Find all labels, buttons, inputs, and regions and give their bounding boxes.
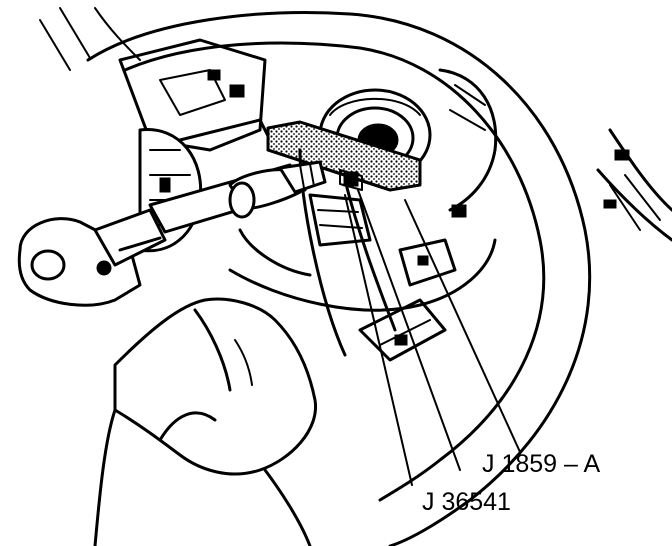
forcing-screw bbox=[148, 160, 327, 234]
wrench-handle bbox=[17, 208, 167, 307]
leader-j1859 bbox=[404, 199, 521, 453]
callout-j36541: J 36541 bbox=[422, 488, 511, 516]
technician-hand bbox=[93, 297, 318, 546]
leader-j36541-a bbox=[357, 189, 461, 471]
callout-j1859: J 1859 – A bbox=[482, 450, 600, 478]
leader-j36541-b bbox=[344, 194, 413, 486]
puller-crossbar bbox=[266, 120, 422, 357]
column-cover bbox=[438, 68, 498, 218]
right-trim-panel bbox=[596, 128, 672, 242]
callout-leaders bbox=[344, 189, 521, 486]
steering-wheel-rim bbox=[39, 7, 592, 546]
